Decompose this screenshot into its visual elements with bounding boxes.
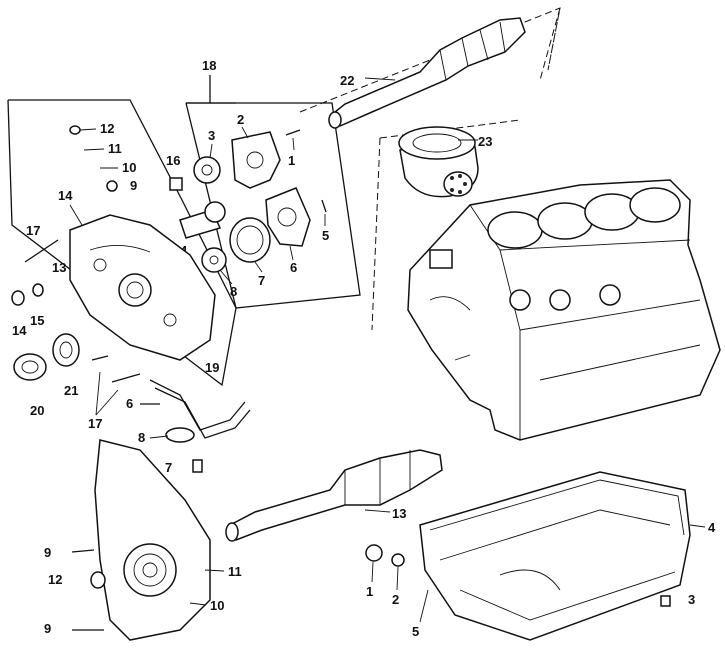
label-pump-2: 2 <box>237 112 244 127</box>
oil-filter-23: 23 <box>398 126 492 198</box>
oil-pickup: 6 8 7 <box>126 379 251 475</box>
engine-block <box>407 179 721 441</box>
oil-pan: 4 5 3 1 2 <box>365 471 716 641</box>
front-cover: 9 12 9 11 10 <box>44 439 242 641</box>
label-pump-8: 8 <box>230 284 237 299</box>
label-front-11: 11 <box>228 564 242 579</box>
label-cover-14: 14 <box>12 323 27 338</box>
label-cover-10: 10 <box>122 160 136 175</box>
label-shaft-22: 22 <box>340 73 354 88</box>
oil-pump-group-box: 18 <box>185 58 361 309</box>
label-filter-23: 23 <box>478 134 492 149</box>
label-pan-3: 3 <box>688 592 695 607</box>
label-pump-6: 6 <box>290 260 297 275</box>
label-pan-1: 1 <box>366 584 373 599</box>
label-pump-1: 1 <box>288 153 295 168</box>
label-cover-11: 11 <box>108 141 122 156</box>
label-cover-13: 13 <box>52 260 66 275</box>
label-shaft-13: 13 <box>392 506 406 521</box>
label-pump-7: 7 <box>258 273 265 288</box>
oil-pump-parts: 3 2 1 4 8 7 6 5 <box>179 112 329 299</box>
label-cover-9: 9 <box>130 178 137 193</box>
label-cover-15: 15 <box>30 313 44 328</box>
label-front-9a: 9 <box>44 545 51 560</box>
label-front-9b: 9 <box>44 621 51 636</box>
label-pickup-8: 8 <box>138 430 145 445</box>
label-cover-12: 12 <box>100 121 114 136</box>
label-pan-2: 2 <box>392 592 399 607</box>
label-cover-19: 19 <box>205 360 219 375</box>
label-pickup-7: 7 <box>165 460 172 475</box>
label-pickup-6: 6 <box>126 396 133 411</box>
label-pump-5: 5 <box>322 228 329 243</box>
balance-shaft-13: 13 <box>225 449 443 542</box>
label-front-10: 10 <box>210 598 224 613</box>
label-cover-20: 20 <box>30 403 44 418</box>
label-pan-5: 5 <box>412 624 419 639</box>
label-cover-16: 16 <box>166 153 180 168</box>
label-cover-17: 17 <box>26 223 40 238</box>
label-cover-21: 21 <box>64 383 78 398</box>
label-cover-14-top: 14 <box>58 188 73 203</box>
timing-cover-group-box <box>7 99 237 387</box>
label-cover-17b: 17 <box>88 416 102 431</box>
label-front-12: 12 <box>48 572 62 587</box>
balance-shaft-22: 22 <box>328 17 526 129</box>
label-group-18: 18 <box>202 58 216 73</box>
timing-cover-parts: 12 11 10 9 16 14 17 13 14 15 21 20 19 17 <box>11 121 219 431</box>
label-pump-3: 3 <box>208 128 215 143</box>
label-pan-4: 4 <box>708 520 716 535</box>
